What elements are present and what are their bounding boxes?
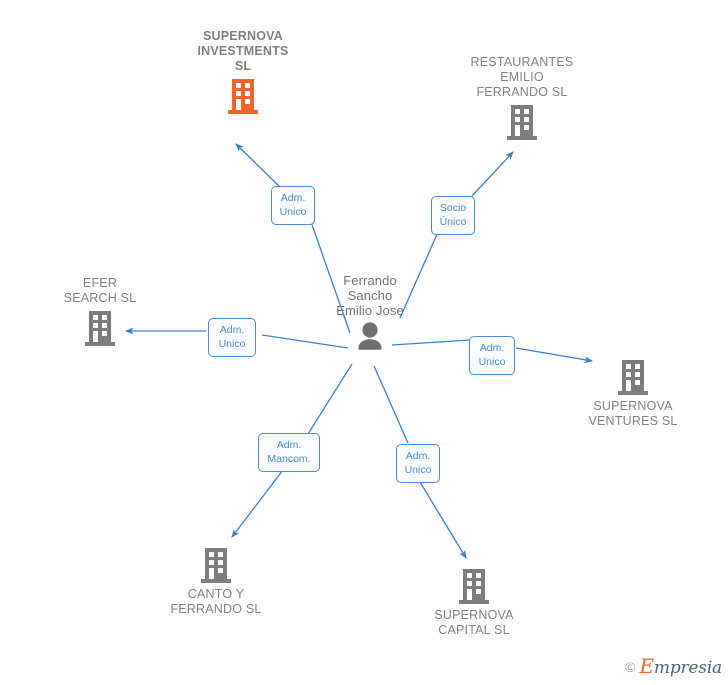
node-restaurantes-emilio-ferrando[interactable]: RESTAURANTES EMILIO FERRANDO SL <box>447 55 597 141</box>
node-supernova-capital[interactable]: SUPERNOVA CAPITAL SL <box>399 567 549 638</box>
node-label: CANTO Y FERRANDO SL <box>170 587 262 616</box>
relation-chip-efer-search[interactable]: Adm. Unico <box>208 318 256 357</box>
node-person-center[interactable]: Ferrando Sancho Emilio Jose <box>295 273 445 351</box>
node-label: RESTAURANTES EMILIO FERRANDO SL <box>470 55 574 99</box>
copyright-icon: © <box>625 658 636 675</box>
relation-chip-restaurantes[interactable]: Socio Único <box>431 196 475 235</box>
node-label: SUPERNOVA INVESTMENTS SL <box>197 29 289 73</box>
brand-wordmark: Empresia <box>640 656 723 677</box>
relation-chip-supernova-ventures[interactable]: Adm. Unico <box>469 336 515 375</box>
empresia-watermark: © Empresia <box>625 656 722 677</box>
node-label: EFER SEARCH SL <box>63 276 137 305</box>
building-icon <box>200 546 232 584</box>
node-supernova-investments[interactable]: SUPERNOVA INVESTMENTS SL <box>168 29 318 115</box>
building-icon <box>617 358 649 396</box>
relation-chip-supernova-capital[interactable]: Adm. Unico <box>396 444 440 483</box>
node-label: SUPERNOVA CAPITAL SL <box>434 608 514 637</box>
brand-initial: E <box>639 654 655 678</box>
node-supernova-ventures[interactable]: SUPERNOVA VENTURES SL <box>558 358 708 429</box>
relation-chip-supernova-investments[interactable]: Adm. Unico <box>271 186 315 225</box>
node-efer-search[interactable]: EFER SEARCH SL <box>25 276 175 347</box>
building-icon <box>168 77 318 115</box>
person-name: Ferrando Sancho Emilio Jose <box>336 273 404 318</box>
building-icon <box>25 309 175 347</box>
relation-chip-canto-y-ferrando[interactable]: Adm. Mancom. <box>258 433 320 472</box>
person-icon <box>295 321 445 351</box>
brand-rest: mpresia <box>653 658 722 678</box>
building-icon <box>458 567 490 605</box>
node-canto-y-ferrando[interactable]: CANTO Y FERRANDO SL <box>141 546 291 617</box>
node-label: SUPERNOVA VENTURES SL <box>588 399 678 428</box>
building-icon <box>447 103 597 141</box>
